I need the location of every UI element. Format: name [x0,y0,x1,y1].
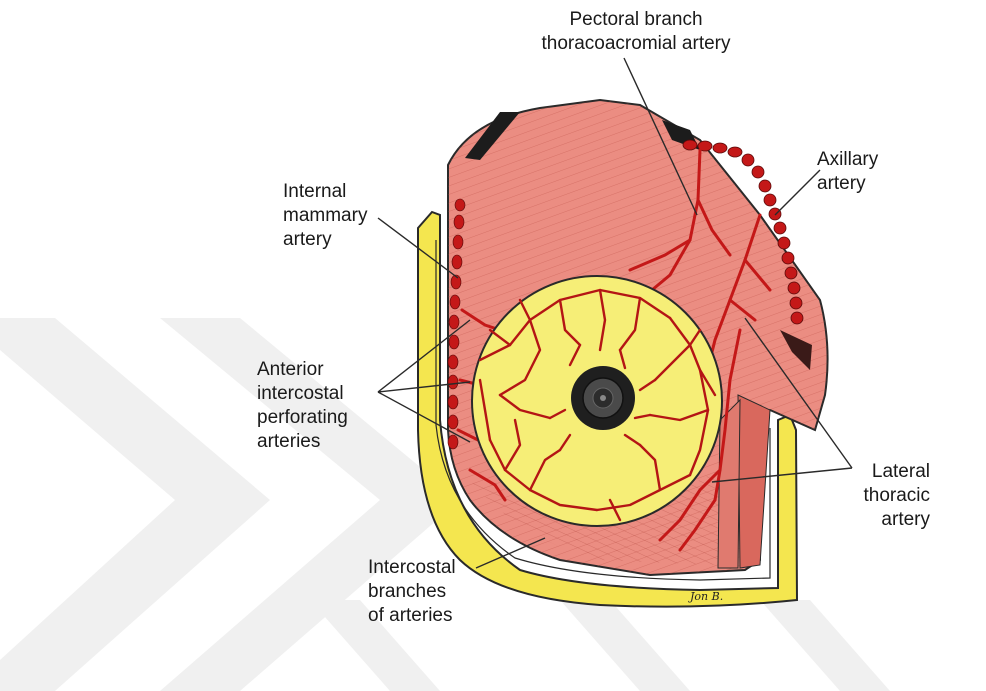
label-lateral-thoracic-line2: thoracic [830,484,930,508]
leader-axillary [775,170,820,215]
label-internal-mammary-line2: mammary [283,204,367,228]
label-internal-mammary: Internal mammary artery [283,180,367,252]
label-intercostal-branches-line3: of arteries [368,604,456,628]
label-internal-mammary-line3: artery [283,228,367,252]
label-intercostal-branches-line2: branches [368,580,456,604]
label-anterior-intercostal-line4: arteries [257,430,348,454]
artist-signature: Jon B. [690,590,723,603]
label-axillary-line2: artery [817,172,878,196]
label-intercostal-branches-line1: Intercostal [368,556,456,580]
label-pectoral-branch: Pectoral branch thoracoacromial artery [512,8,760,56]
label-pectoral-branch-line2: thoracoacromial artery [512,32,760,56]
label-axillary: Axillary artery [817,148,878,196]
label-anterior-intercostal-line3: perforating [257,406,348,430]
label-pectoral-branch-line1: Pectoral branch [512,8,760,32]
label-lateral-thoracic-line1: Lateral [830,460,930,484]
label-anterior-intercostal: Anterior intercostal perforating arterie… [257,358,348,454]
label-anterior-intercostal-line1: Anterior [257,358,348,382]
nipple-areola [571,366,635,430]
label-anterior-intercostal-line2: intercostal [257,382,348,406]
label-axillary-line1: Axillary [817,148,878,172]
label-internal-mammary-line1: Internal [283,180,367,204]
label-intercostal-branches: Intercostal branches of arteries [368,556,456,628]
label-lateral-thoracic-line3: artery [830,508,930,532]
label-lateral-thoracic: Lateral thoracic artery [830,460,930,532]
